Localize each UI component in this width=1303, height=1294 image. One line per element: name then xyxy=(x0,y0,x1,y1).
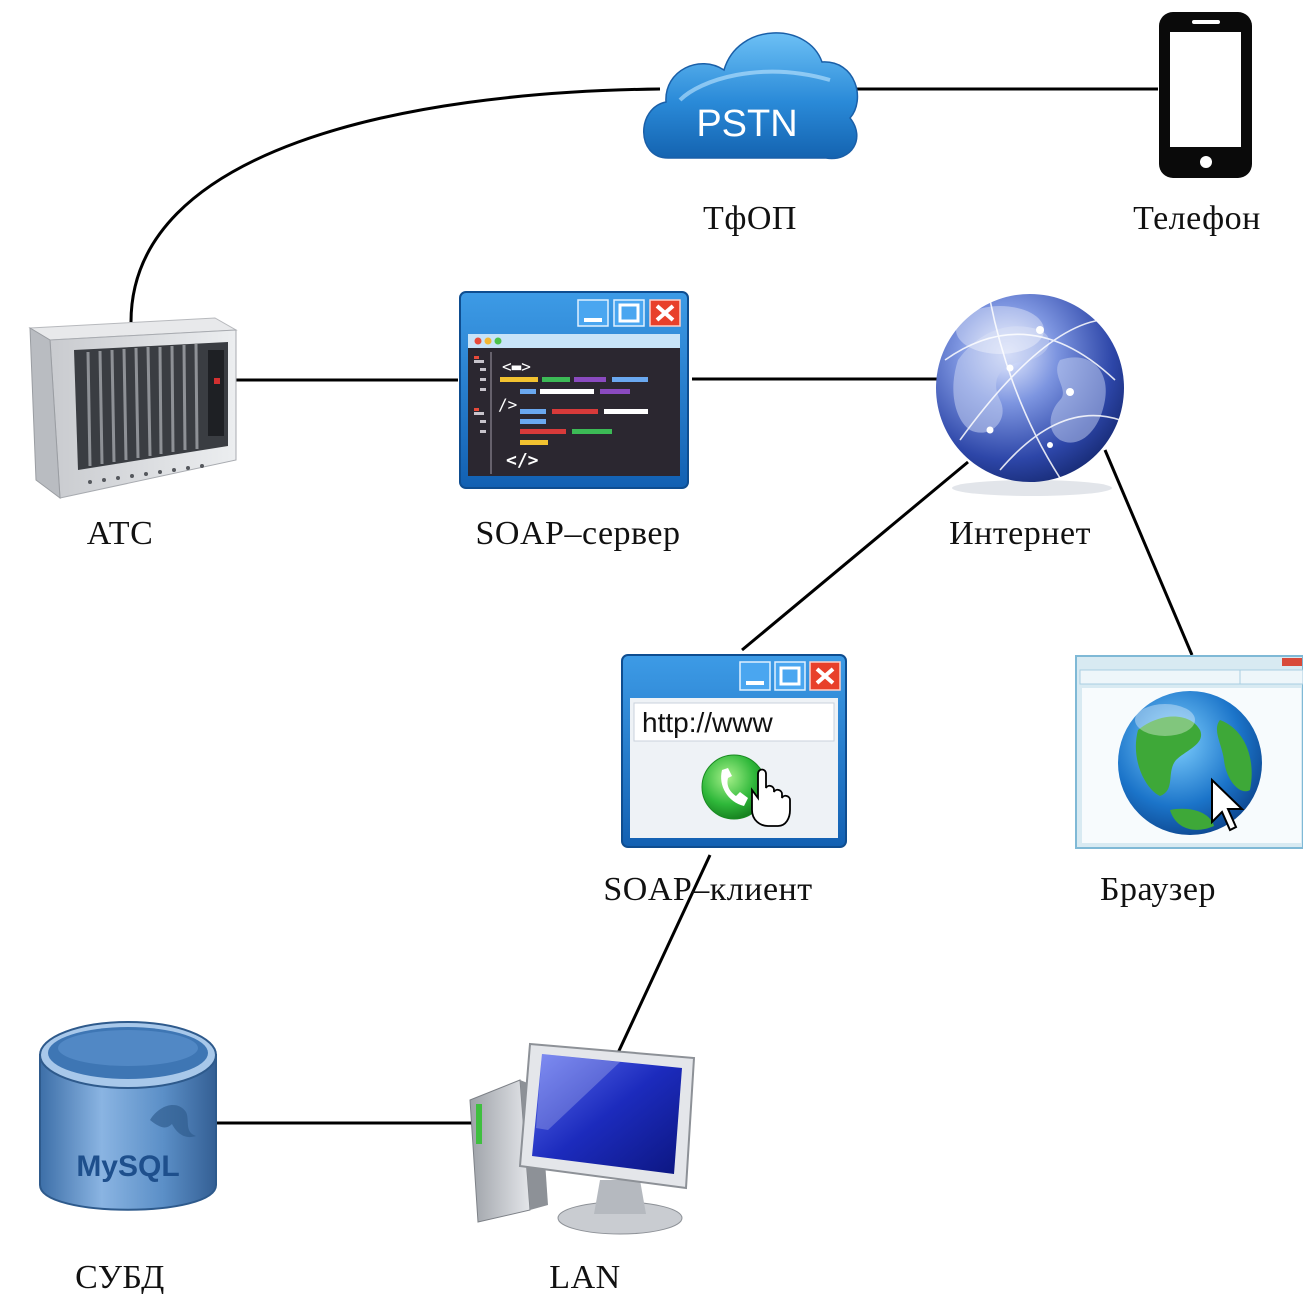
svg-text:</>: </> xyxy=(506,450,539,471)
soap-client-node: http://www SOAP–клиент xyxy=(603,654,847,908)
soap-server-label: SOAP–сервер xyxy=(476,515,681,552)
internet-node: Интернет xyxy=(936,294,1124,552)
phone-label: Телефон xyxy=(1133,200,1261,237)
link-internet-soap-client xyxy=(741,460,969,652)
smartphone-icon xyxy=(1159,12,1252,178)
database-icon: MySQL xyxy=(39,1021,217,1211)
pstn-node: PSTN ТфОП xyxy=(643,32,859,237)
browser-node: Браузер xyxy=(1075,655,1303,908)
browser-globe-icon xyxy=(1075,655,1303,849)
url-text: http://www xyxy=(642,707,773,738)
globe-icon xyxy=(936,294,1124,496)
code-window-icon: <▬> /> </> xyxy=(459,291,689,489)
internet-label: Интернет xyxy=(949,515,1091,552)
lan-node: LAN xyxy=(469,1042,696,1294)
link-pbx-pstn xyxy=(129,87,661,323)
pbx-label: АТС xyxy=(87,515,154,552)
link-soap-client-lan xyxy=(615,854,712,1056)
connections xyxy=(129,87,1194,1125)
cloud-pstn-text: PSTN xyxy=(696,103,797,145)
cloud-icon: PSTN xyxy=(643,32,859,160)
phone-node: Телефон xyxy=(1133,12,1261,237)
soap-client-label: SOAP–клиент xyxy=(603,871,812,908)
svg-text:<▬>: <▬> xyxy=(502,357,531,376)
pbx-rack-icon xyxy=(28,317,238,500)
lan-label: LAN xyxy=(549,1259,620,1294)
desktop-computer-icon xyxy=(469,1042,696,1235)
soap-server-node: <▬> /> </> SOAP–сервер xyxy=(459,291,689,552)
browser-label: Браузер xyxy=(1100,871,1216,908)
web-call-window-icon: http://www xyxy=(621,654,847,848)
dbms-node: MySQL СУБД xyxy=(39,1021,217,1294)
svg-text:/>: /> xyxy=(498,395,517,414)
pstn-label: ТфОП xyxy=(703,200,797,237)
mysql-logo-text: MySQL xyxy=(76,1150,179,1183)
pbx-node: АТС xyxy=(28,317,238,552)
dbms-label: СУБД xyxy=(75,1259,165,1294)
link-internet-browser xyxy=(1103,449,1194,656)
